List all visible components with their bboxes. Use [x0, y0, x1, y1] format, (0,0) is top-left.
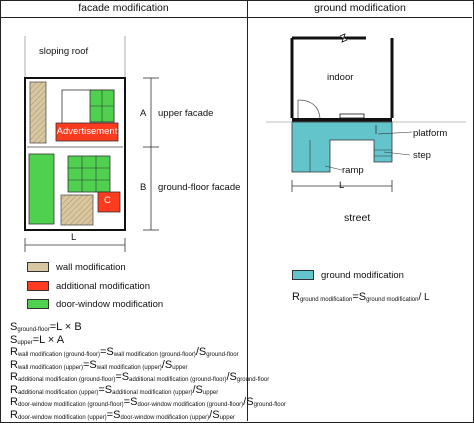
- advertisement-label: Advertisement: [56, 126, 118, 137]
- upper-letter: A: [140, 108, 147, 119]
- legend-additional-label: additional modification: [56, 281, 151, 292]
- street-label: street: [344, 212, 371, 224]
- formula-line: Radditional modification (upper)=Sadditi…: [10, 384, 219, 397]
- ground-letter: B: [140, 182, 147, 193]
- panel-divider: [247, 0, 248, 421]
- indoor-label: indoor: [327, 72, 354, 83]
- legend-ground-label: ground modification: [321, 270, 404, 281]
- width-l-label: L: [71, 232, 77, 243]
- legend-swatch-ground: [292, 270, 314, 280]
- additional-modification-ground: [97, 191, 121, 213]
- advertisement-panel: [55, 122, 119, 142]
- wall-modification-upper: [29, 81, 47, 144]
- header-row: [0, 0, 472, 18]
- upper-facade-label: upper facade: [158, 108, 214, 119]
- floor-slab: [292, 118, 392, 122]
- wall-modification-ground: [60, 194, 94, 226]
- legend-door-window-label: door-window modification: [56, 299, 164, 310]
- door-modification-ground: [28, 153, 55, 225]
- formula-line: Rdoor-window modification (ground-floor)…: [10, 396, 286, 409]
- platform-label: platform: [413, 128, 448, 139]
- header-ground-modification: ground modification: [314, 2, 406, 14]
- ground-modification-area: [291, 121, 393, 173]
- ground-floor-facade-label: ground-floor facade: [158, 182, 241, 193]
- legend-wall-label: wall modification: [56, 262, 126, 273]
- legend-swatch-wall: [27, 262, 49, 272]
- step-label: step: [413, 150, 431, 161]
- ground-formula: Rground modification=Sground modificatio…: [292, 291, 430, 304]
- width-l-label-right: L: [339, 180, 345, 191]
- formula-line: Radditional modification (ground-floor)=…: [10, 371, 270, 384]
- formula-line: Rwall modification (ground-floor)=Swall …: [10, 346, 239, 359]
- legend-swatch-door-window: [27, 299, 49, 309]
- window-modification-ground: [67, 155, 111, 193]
- door-c-label: C: [104, 195, 111, 206]
- sloping-roof-label: sloping roof: [39, 46, 89, 57]
- formula-line: Rdoor-window modification (upper)=Sdoor-…: [10, 409, 235, 422]
- ramp-label: ramp: [342, 165, 364, 176]
- door-swing: [297, 99, 321, 119]
- formula-line: Sground-floor=L × B: [10, 321, 82, 334]
- formula-line: Rwall modification (upper)=Swall modific…: [10, 359, 188, 372]
- header-facade-modification: facade modification: [78, 2, 169, 14]
- legend-swatch-additional: [27, 281, 49, 291]
- formula-line: Supper=L × A: [10, 334, 65, 347]
